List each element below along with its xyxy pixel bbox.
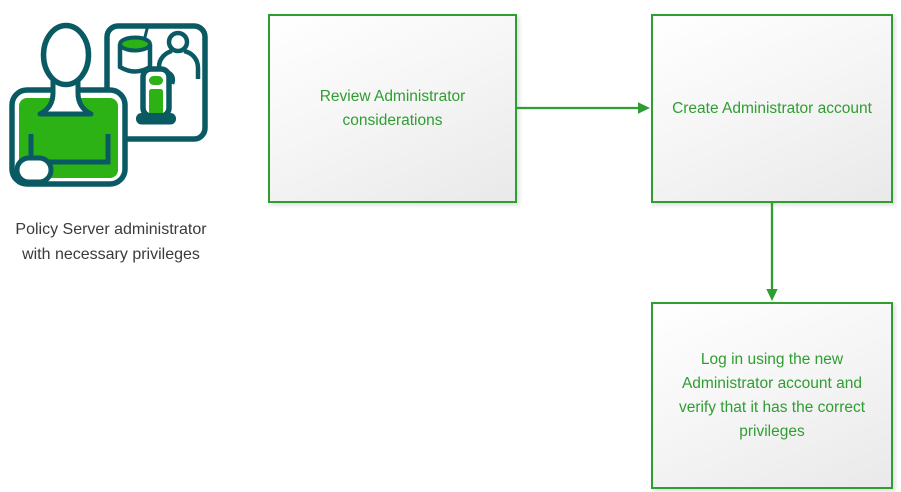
step-box-login-verify: Log in using the new Administrator accou… (651, 302, 893, 489)
step-box-create-account: Create Administrator account (651, 14, 893, 203)
step-label: Create Administrator account (672, 99, 872, 117)
administrator-with-database-icon (9, 22, 208, 187)
step-label: Log in using the new Administrator accou… (678, 350, 866, 440)
step-box-review-considerations: Review Administrator considerations (268, 14, 517, 203)
arrow-step1-to-step2 (517, 102, 650, 114)
server-pillar-icon (136, 66, 176, 125)
step-label: Review Administrator considerations (319, 87, 466, 129)
person-figure (9, 22, 128, 187)
actor-caption: Policy Server administrator with necessa… (15, 221, 207, 263)
arrow-step2-to-step3 (766, 203, 778, 301)
